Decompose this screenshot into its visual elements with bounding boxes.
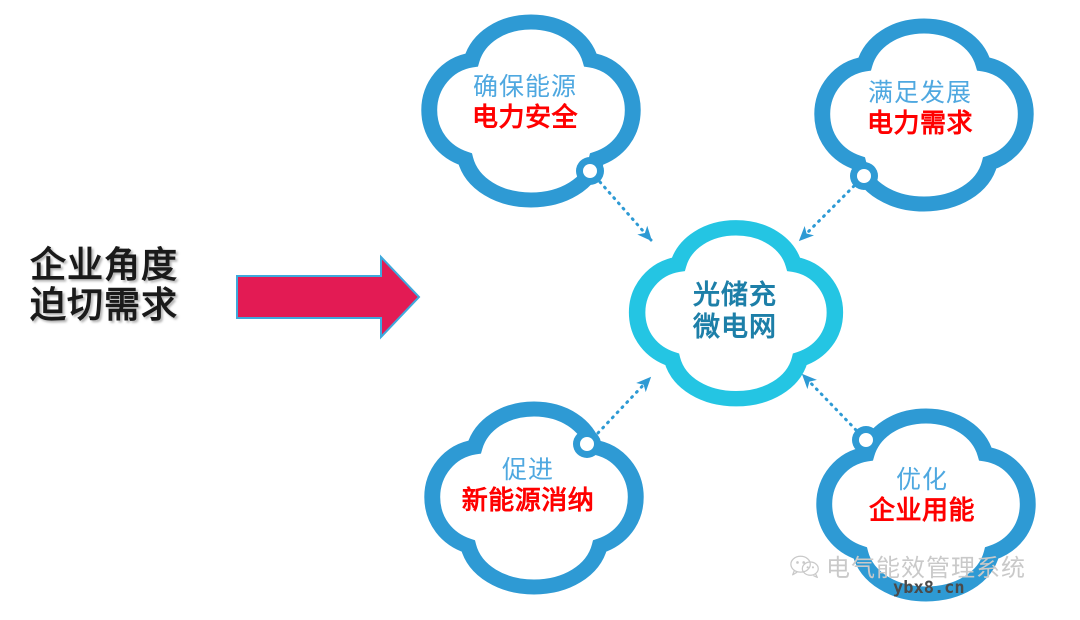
connector-line-bottom-right xyxy=(801,373,858,432)
connector-lines xyxy=(596,180,858,435)
connector-ring-top-right[interactable] xyxy=(850,162,878,190)
connector-ring-bottom-right[interactable] xyxy=(852,426,880,454)
caption-line-2: 迫切需求 xyxy=(30,285,179,327)
cloud-outline-bottom-left xyxy=(432,409,636,587)
connector-ring-top-left[interactable] xyxy=(576,157,604,185)
caption-line-1: 企业角度 xyxy=(30,245,179,286)
cloud-bottom-left[interactable] xyxy=(432,409,636,587)
cloud-outline-center xyxy=(637,228,835,399)
left-caption: 企业角度 迫切需求 xyxy=(30,245,220,327)
arrow-shape xyxy=(236,254,421,340)
rightward-arrow[interactable] xyxy=(236,254,421,340)
connector-ring-bottom-left[interactable] xyxy=(573,430,601,458)
cloud-center[interactable] xyxy=(637,228,835,399)
connector-line-bottom-left xyxy=(596,376,652,435)
connector-line-top-left xyxy=(598,180,653,242)
connector-line-top-right xyxy=(798,184,856,242)
